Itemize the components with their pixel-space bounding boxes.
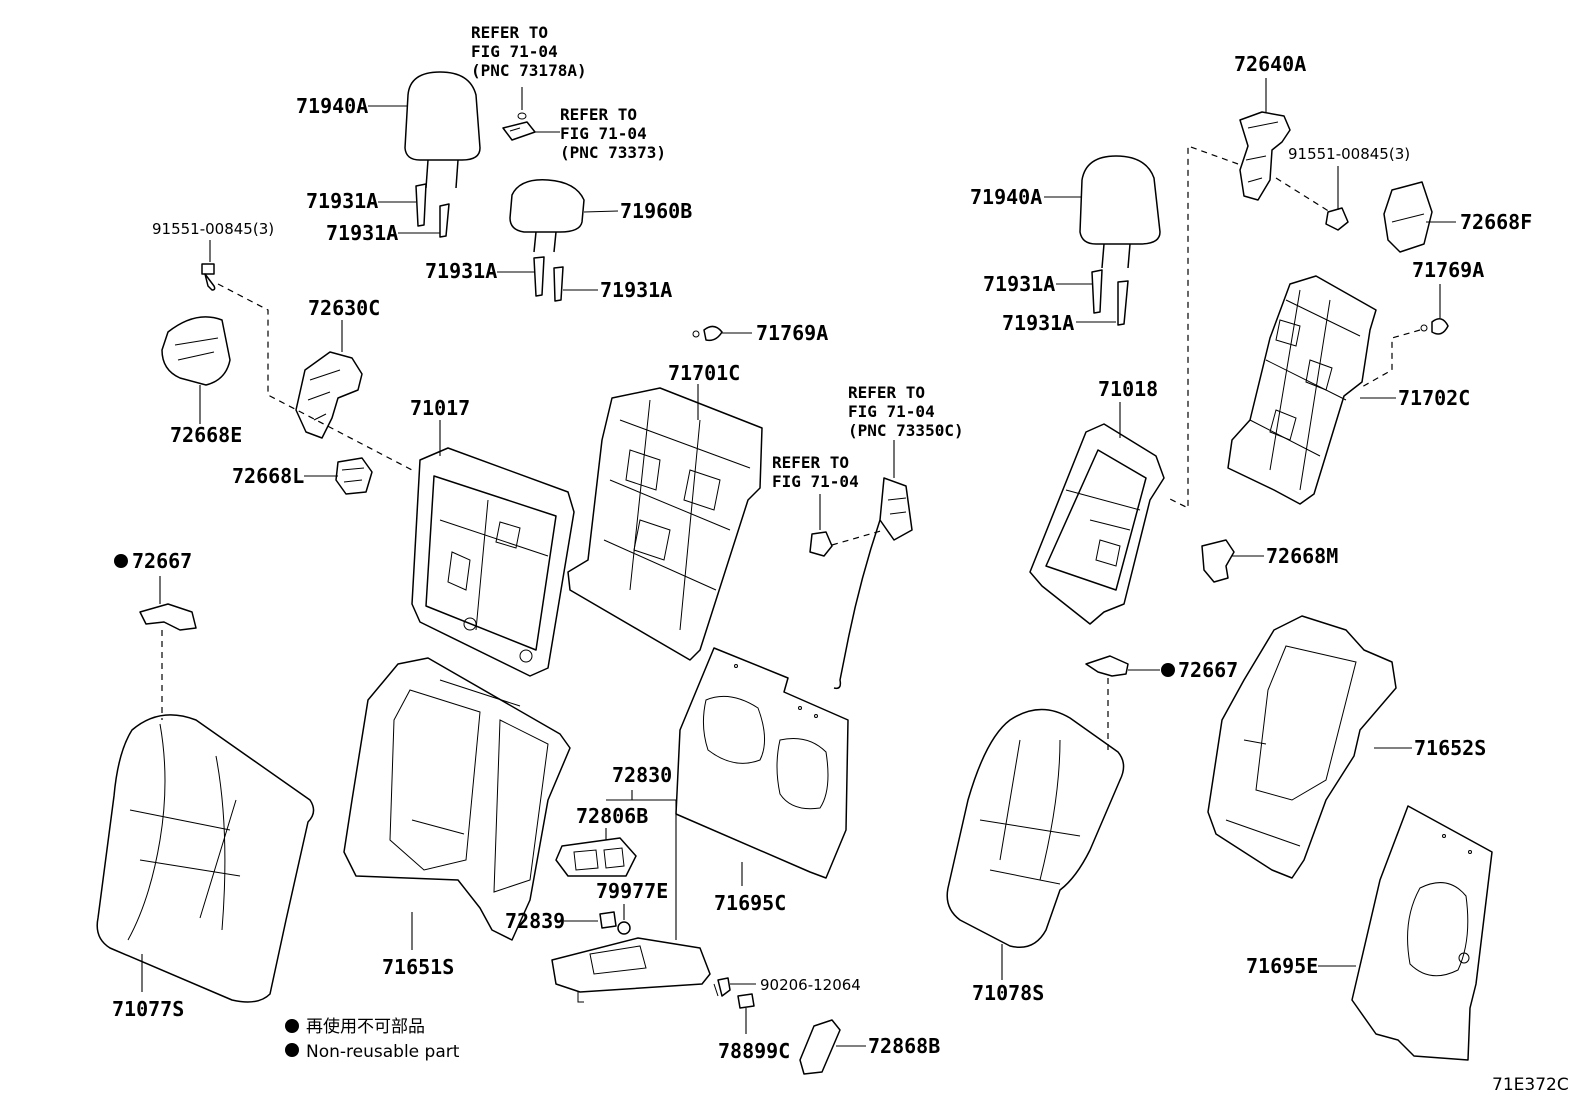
label-72668M: 72668M bbox=[1266, 544, 1338, 568]
frame-71017 bbox=[411, 447, 575, 677]
label-78899C: 78899C bbox=[718, 1039, 790, 1063]
seatback-cover-71078S bbox=[946, 708, 1125, 948]
guide-pins-71931A-upper bbox=[378, 183, 450, 238]
ring-79977E bbox=[617, 921, 631, 935]
label-91551-right: 91551-00845(3) bbox=[1288, 145, 1410, 163]
label-71931A-4: 71931A bbox=[600, 278, 672, 302]
label-79977E: 79977E bbox=[596, 879, 668, 903]
seat-belt-assembly bbox=[833, 477, 913, 690]
label-71931A-5: 71931A bbox=[983, 272, 1055, 296]
legend-marker-2 bbox=[285, 1043, 299, 1057]
label-90206-12064: 90206-12064 bbox=[760, 976, 861, 994]
marker-72667-left bbox=[114, 554, 128, 568]
label-71702C: 71702C bbox=[1398, 386, 1470, 410]
seatback-cover-71077S bbox=[96, 714, 315, 1003]
headrest-71940A-left bbox=[404, 71, 481, 189]
seatback-board-71702C bbox=[1227, 275, 1377, 505]
cover-72868B bbox=[799, 1019, 841, 1075]
ref-note-73350C: REFER TO FIG 71-04 (PNC 73350C) bbox=[848, 383, 964, 440]
clip-72668M bbox=[1201, 539, 1235, 583]
seatback-pad-71651S bbox=[343, 657, 571, 941]
ref-note-fig-71-04: REFER TO FIG 71-04 bbox=[772, 453, 859, 491]
frame-71018 bbox=[1029, 423, 1165, 625]
clip-72668L bbox=[335, 457, 373, 495]
legend-marker-1 bbox=[285, 1019, 299, 1033]
label-71940A-left: 71940A bbox=[296, 94, 368, 118]
label-72668E: 72668E bbox=[170, 423, 242, 447]
label-72668L: 72668L bbox=[232, 464, 304, 488]
back-board-71695E bbox=[1351, 805, 1493, 1061]
legend-jp: 再使用不可部品 bbox=[306, 1016, 425, 1037]
hinge-72630C bbox=[295, 351, 363, 439]
headrest-71960B bbox=[509, 179, 585, 253]
figure-code: 71E372C bbox=[1492, 1075, 1569, 1095]
clip-71769A-centre bbox=[692, 325, 723, 342]
armrest-72830 bbox=[551, 937, 711, 1003]
label-71695C: 71695C bbox=[714, 891, 786, 915]
label-71931A-1: 71931A bbox=[306, 189, 378, 213]
label-72839: 72839 bbox=[505, 909, 565, 933]
guide-pins-71931A-centre bbox=[497, 256, 598, 302]
bolt-91551-right bbox=[1325, 207, 1349, 231]
label-72667-right: 72667 bbox=[1178, 658, 1238, 682]
label-71695E: 71695E bbox=[1246, 954, 1318, 978]
label-71701C: 71701C bbox=[668, 361, 740, 385]
nut-belt bbox=[809, 531, 833, 557]
label-72640A: 72640A bbox=[1234, 52, 1306, 76]
label-71769A-right: 71769A bbox=[1412, 258, 1484, 282]
label-71078S: 71078S bbox=[972, 981, 1044, 1005]
back-board-71695C bbox=[675, 647, 849, 879]
label-71017: 71017 bbox=[410, 396, 470, 420]
headrest-71940A-right bbox=[1079, 155, 1161, 269]
cup-holder-72806B bbox=[555, 837, 637, 877]
headrest-lock-knob bbox=[502, 87, 560, 141]
legend: 再使用不可部品 Non-reusable part bbox=[285, 1016, 460, 1062]
hinge-72640A bbox=[1239, 111, 1291, 201]
cover-72668F bbox=[1383, 181, 1433, 253]
marker-72667-right bbox=[1161, 663, 1175, 677]
label-91551-left: 91551-00845(3) bbox=[152, 220, 274, 238]
label-71077S: 71077S bbox=[112, 997, 184, 1021]
bolt-91551-left bbox=[201, 263, 216, 291]
label-71018: 71018 bbox=[1098, 377, 1158, 401]
ref-note-73178A: REFER TO FIG 71-04 (PNC 73178A) bbox=[471, 23, 587, 80]
clip-90206 bbox=[713, 977, 731, 997]
seatback-board-71701C bbox=[567, 387, 763, 661]
hook-72667-left bbox=[139, 603, 197, 631]
legend-en: Non-reusable part bbox=[306, 1042, 460, 1062]
label-72668F: 72668F bbox=[1460, 210, 1532, 234]
clip-78899C bbox=[737, 993, 755, 1009]
label-72630C: 72630C bbox=[308, 296, 380, 320]
label-71931A-2: 71931A bbox=[326, 221, 398, 245]
label-72830: 72830 bbox=[612, 763, 672, 787]
guide-pins-71931A-right bbox=[1056, 269, 1129, 326]
label-71769A-centre: 71769A bbox=[756, 321, 828, 345]
hook-72667-right bbox=[1085, 655, 1129, 677]
button-72839 bbox=[599, 911, 617, 929]
label-71651S: 71651S bbox=[382, 955, 454, 979]
clip-71769A-right bbox=[1420, 318, 1449, 335]
seatback-pad-71652S bbox=[1207, 615, 1397, 879]
label-72667-left: 72667 bbox=[132, 549, 192, 573]
label-71931A-6: 71931A bbox=[1002, 311, 1074, 335]
label-71960B: 71960B bbox=[620, 199, 692, 223]
ref-note-73373: REFER TO FIG 71-04 (PNC 73373) bbox=[560, 105, 666, 162]
label-72868B: 72868B bbox=[868, 1034, 940, 1058]
label-72806B: 72806B bbox=[576, 804, 648, 828]
label-71940A-right: 71940A bbox=[970, 185, 1042, 209]
cover-72668E bbox=[161, 316, 231, 386]
label-71652S: 71652S bbox=[1414, 736, 1486, 760]
label-71931A-3: 71931A bbox=[425, 259, 497, 283]
